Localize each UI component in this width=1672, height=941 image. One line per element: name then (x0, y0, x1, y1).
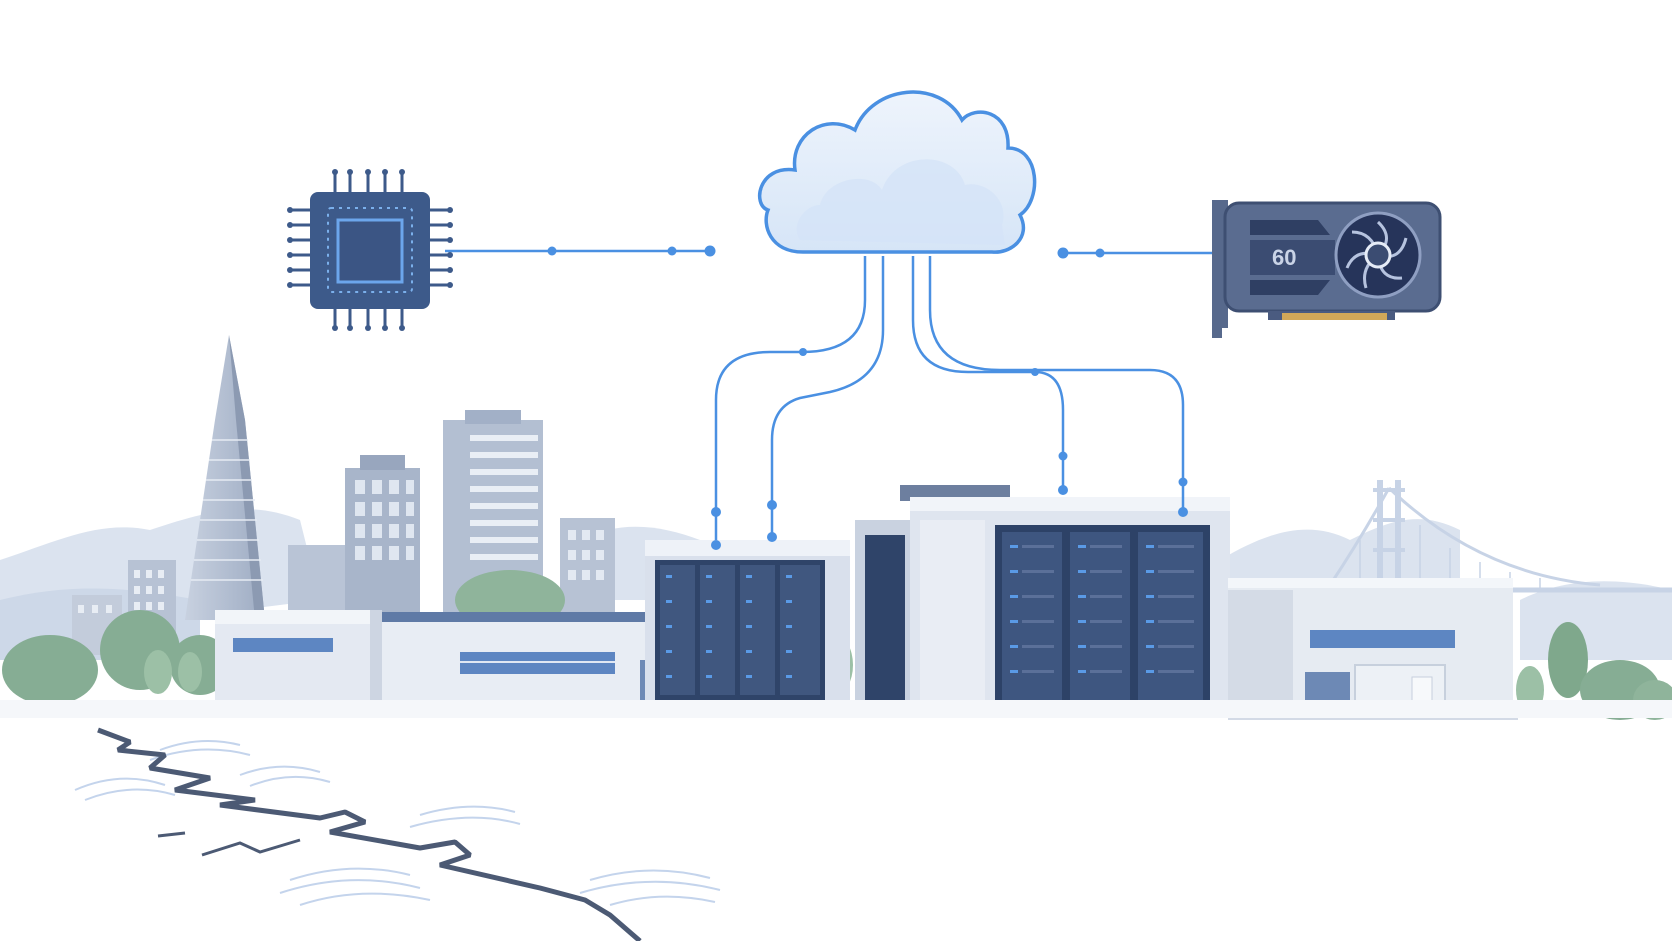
cpu-chip-icon (287, 169, 453, 331)
skyscraper-icon (185, 335, 265, 620)
network-nodes (547, 245, 1188, 550)
office-building-left (205, 610, 695, 706)
ground (0, 700, 1672, 718)
gpu-card-icon: 60 (1212, 200, 1442, 338)
data-center-left (645, 540, 850, 705)
data-center-main (850, 485, 1235, 711)
server-icon (1002, 532, 1203, 700)
network-connections (445, 249, 1225, 540)
gpu-logo-mark: 60 (1272, 245, 1296, 270)
cloud-icon (758, 90, 1037, 254)
fault-line-icon (74, 727, 721, 941)
warehouse-right (1228, 578, 1518, 720)
